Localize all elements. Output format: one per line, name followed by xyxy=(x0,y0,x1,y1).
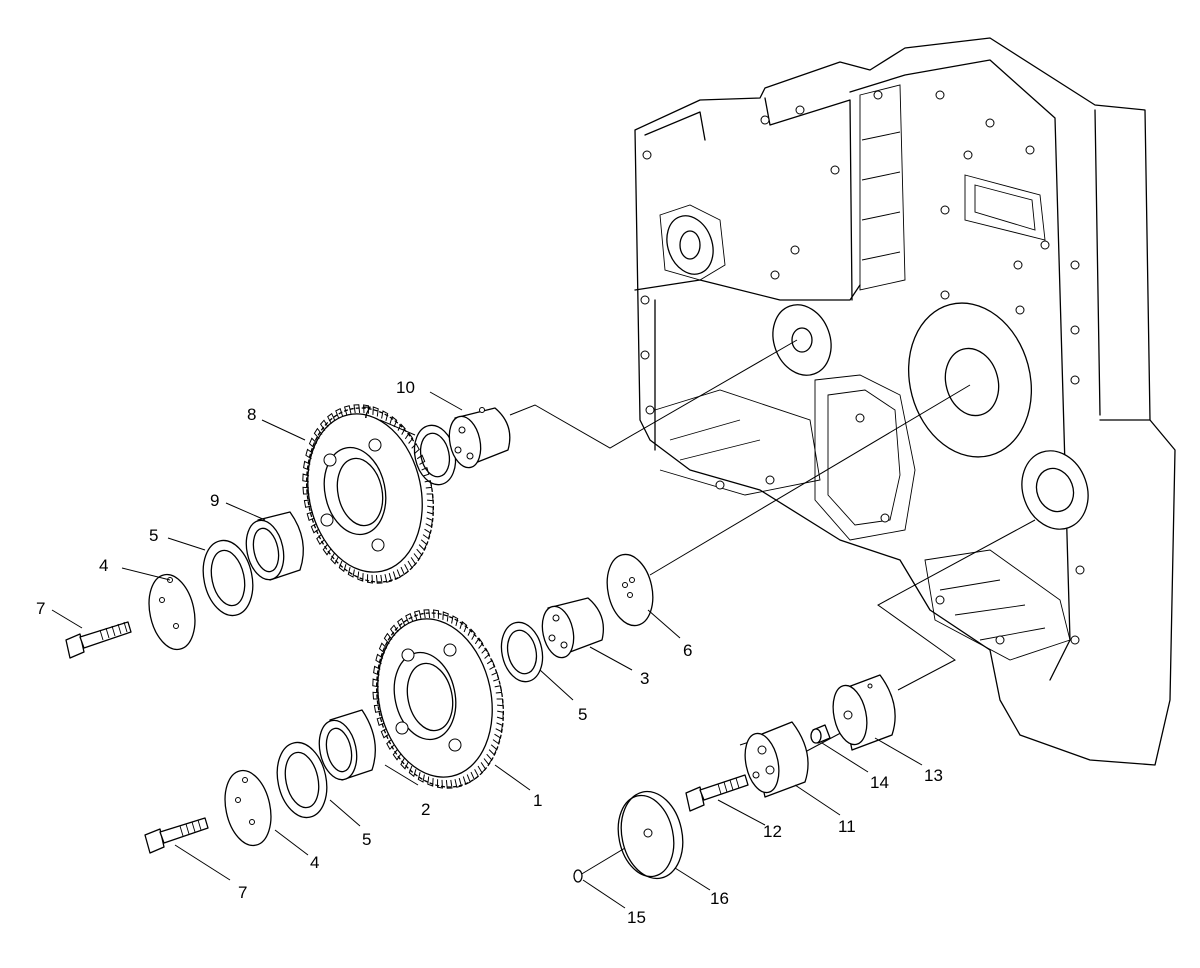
callout-7-lower: 7 xyxy=(238,883,247,902)
bushing-part-9 xyxy=(245,511,304,581)
callout-6: 6 xyxy=(683,641,692,660)
hub-part-13 xyxy=(832,674,896,751)
callout-8: 8 xyxy=(247,405,256,424)
bolt-part-12 xyxy=(685,774,749,812)
washer-part-5-upper xyxy=(202,539,254,617)
plate-part-4-upper xyxy=(148,573,196,651)
callout-2: 2 xyxy=(421,800,430,819)
bolt-part-7-lower xyxy=(144,817,209,854)
thrust-washer-part-7-upper xyxy=(413,424,457,486)
gear-upper-part-8 xyxy=(306,407,434,583)
washer-part-5-lower xyxy=(276,741,328,819)
callout-9: 9 xyxy=(210,491,219,510)
callout-5-middle: 5 xyxy=(578,705,587,724)
gear-lower-part-1 xyxy=(376,612,504,788)
callout-leaders xyxy=(51,391,923,909)
callout-7-left: 7 xyxy=(36,599,45,618)
callout-3: 3 xyxy=(640,669,649,688)
callout-5-lower: 5 xyxy=(362,830,371,849)
hub-part-3 xyxy=(541,597,605,659)
gear-upper-teeth xyxy=(302,404,434,584)
callout-16: 16 xyxy=(710,889,729,908)
bolt-part-7-upper xyxy=(65,621,132,659)
o-ring-part-15 xyxy=(573,869,583,883)
callout-4-upper: 4 xyxy=(99,556,108,575)
plate-part-4-lower xyxy=(224,769,272,847)
callout-14: 14 xyxy=(870,773,889,792)
callout-13: 13 xyxy=(924,766,943,785)
callout-12: 12 xyxy=(763,822,782,841)
callout-5-upper: 5 xyxy=(149,526,158,545)
callout-10: 10 xyxy=(396,378,415,397)
callout-7-upper: 7 xyxy=(362,403,371,422)
dowel-part-14 xyxy=(810,724,831,744)
callout-11: 11 xyxy=(838,817,856,836)
callout-1: 1 xyxy=(533,791,542,810)
plate-part-6 xyxy=(606,553,654,627)
bushing-part-2 xyxy=(318,709,376,781)
cover-plate-part-16 xyxy=(617,790,684,880)
housing-bolt-holes xyxy=(640,90,1085,645)
hub-part-10 xyxy=(448,407,511,469)
gear-teeth xyxy=(302,404,504,789)
timing-gear-housing xyxy=(634,37,1176,766)
thrust-washer-part-5-lower xyxy=(500,621,544,683)
hub-part-11 xyxy=(744,721,809,798)
callout-15: 15 xyxy=(627,908,646,927)
gear-lower-teeth xyxy=(372,609,504,789)
callout-labels: 1 2 3 4 4 5 5 5 6 7 7 7 8 9 10 11 12 13 … xyxy=(36,378,943,927)
callout-4-lower: 4 xyxy=(310,853,319,872)
